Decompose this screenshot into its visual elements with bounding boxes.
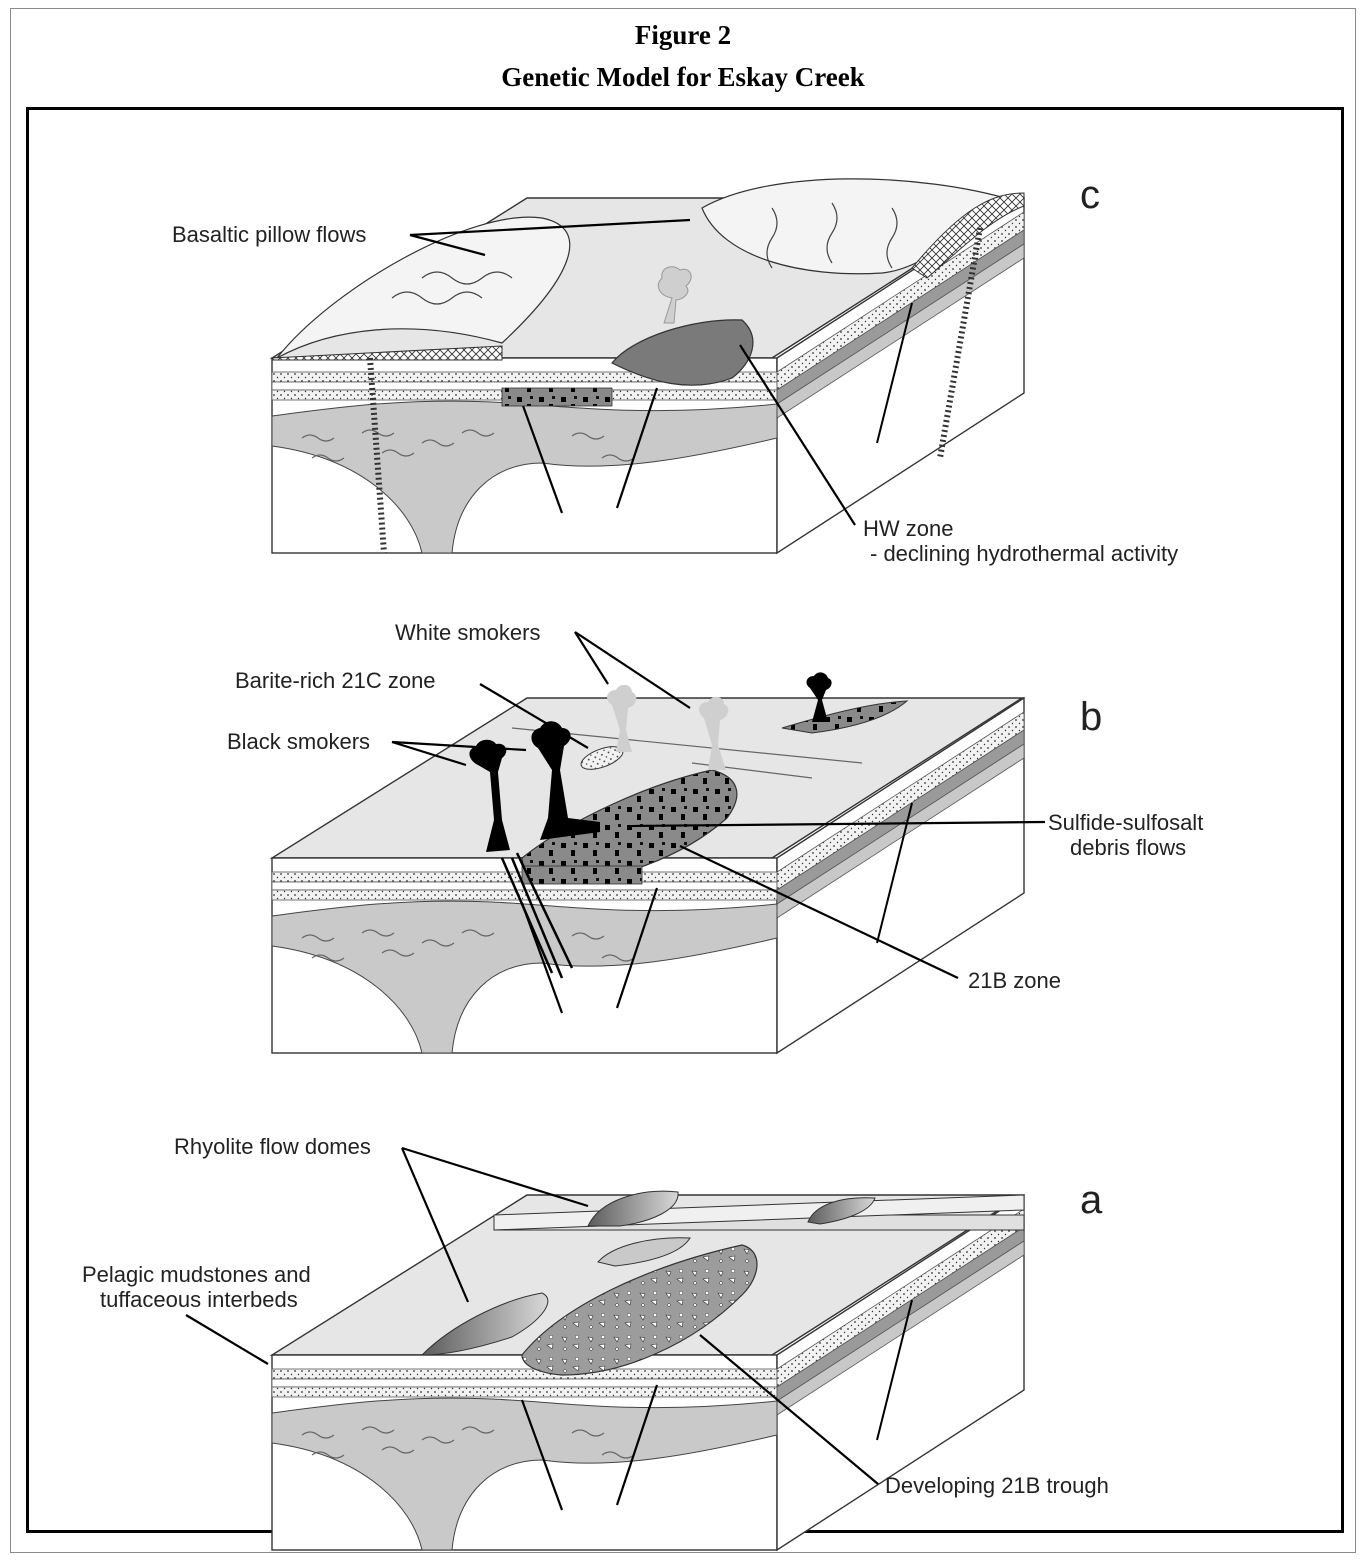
- leader-white-smokers-1: [574, 631, 609, 685]
- black-smoker-1-icon: [469, 739, 510, 852]
- leader-trough: [699, 1334, 879, 1485]
- rhyolite-dome-back-1: [587, 1190, 679, 1227]
- leader-sulfide: [629, 820, 1046, 828]
- leader-basaltic-1: [409, 233, 486, 257]
- label-developing-21b-trough: Developing 21B trough: [885, 1473, 1109, 1498]
- label-white-smokers: White smokers: [395, 620, 540, 645]
- panel-a: a Rhyolite flow domes Pelagic mudstones …: [82, 1134, 1109, 1552]
- panel-b-letter: b: [1080, 695, 1102, 739]
- leader-black-smokers-1: [391, 740, 467, 767]
- leader-basaltic-2: [409, 218, 691, 237]
- label-hw-zone-desc: - declining hydrothermal activity: [870, 541, 1178, 566]
- label-21b-zone: 21B zone: [968, 968, 1061, 993]
- leader-white-smokers-2: [574, 631, 691, 709]
- leader-black-smokers-2: [391, 740, 527, 752]
- label-debris-flows: debris flows: [1070, 835, 1186, 860]
- label-tuffaceous-interbeds: tuffaceous interbeds: [100, 1287, 298, 1312]
- panel-a-letter: a: [1080, 1178, 1103, 1222]
- panel-c: c Basaltic pillow flows HW zone - declin…: [172, 173, 1178, 566]
- leader-hw-zone: [739, 344, 856, 526]
- label-barite-21c: Barite-rich 21C zone: [235, 668, 436, 693]
- label-pelagic-mudstones: Pelagic mudstones and: [82, 1262, 311, 1287]
- rhyolite-dome-back-2: [807, 1197, 876, 1225]
- leader-pelagic: [185, 1314, 269, 1365]
- black-smoker-2-icon: [531, 721, 600, 840]
- label-sulfide-sulfosalt: Sulfide-sulfosalt: [1048, 810, 1203, 835]
- leader-rhyolite-1: [401, 1146, 589, 1208]
- label-black-smokers: Black smokers: [227, 729, 370, 754]
- leader-21b-zone: [679, 845, 959, 979]
- figure-number: Figure 2: [634, 20, 732, 50]
- label-basaltic-pillow-flows: Basaltic pillow flows: [172, 222, 366, 247]
- white-smoker-1-icon: [607, 684, 637, 752]
- rhyolite-dome-back-3: [597, 1237, 691, 1267]
- panel-b: b White smokers Barite-rich 21C zone Bla…: [227, 620, 1203, 1055]
- leader-rhyolite-2: [400, 1147, 470, 1303]
- figure-title: Genetic Model for Eskay Creek: [501, 62, 865, 92]
- label-hw-zone: HW zone: [863, 516, 953, 541]
- label-rhyolite-flow-domes: Rhyolite flow domes: [174, 1134, 371, 1159]
- black-smoker-3-icon: [806, 672, 832, 722]
- white-smoker-2-icon: [699, 696, 729, 770]
- leader-barite: [479, 683, 589, 749]
- panel-c-letter: c: [1080, 173, 1100, 217]
